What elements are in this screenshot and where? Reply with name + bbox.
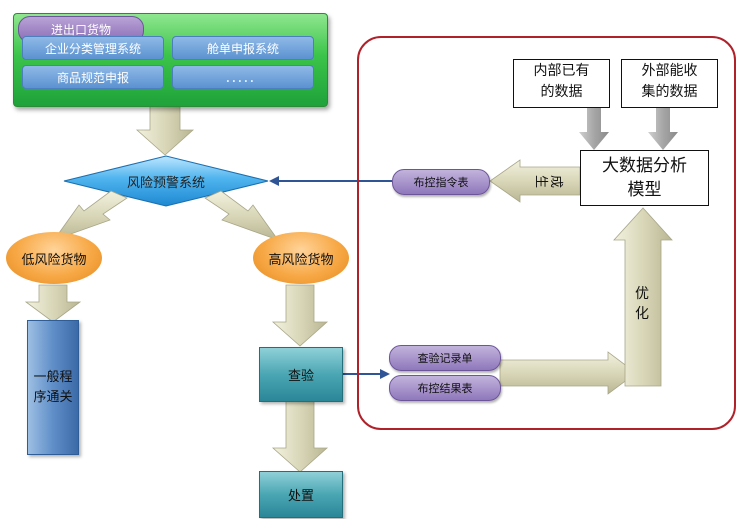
control-result-table: 布控结果表 xyxy=(389,375,501,401)
external-data-line1: 外部能收 xyxy=(641,63,698,79)
risk-system-label: 风险预警系统 xyxy=(126,175,205,191)
internal-data-box: 内部已有 的数据 xyxy=(513,59,610,108)
inspection-record-sheet: 查验记录单 xyxy=(389,345,501,371)
bigdata-model-box: 大数据分析 模型 xyxy=(580,150,709,206)
internal-data-line2: 的数据 xyxy=(540,84,583,100)
arrow-inspection-to-disposal xyxy=(271,400,329,473)
arrow-optimize-up xyxy=(613,207,673,387)
system-ellipsis: ．．．．． xyxy=(172,65,314,89)
external-data-box: 外部能收 集的数据 xyxy=(621,59,718,108)
big-data-frame xyxy=(357,36,736,430)
system-commodity-declaration: 商品规范申报 xyxy=(22,65,164,89)
bigdata-model-line1: 大数据分析 xyxy=(602,156,687,176)
arrow-risk-to-low xyxy=(52,190,128,241)
system-manifest-declaration: 舱单申报系统 xyxy=(172,36,314,60)
arrow-risk-to-high xyxy=(204,190,280,241)
arrow-internal-to-model xyxy=(579,105,609,150)
optimize-char-1: 优 xyxy=(635,286,649,302)
arrow-generate xyxy=(489,159,581,203)
internal-data-line1: 内部已有 xyxy=(533,63,590,79)
external-data-line2: 集的数据 xyxy=(641,84,698,100)
high-risk-goods: 高风险货物 xyxy=(253,232,349,284)
general-procedure: 一般程 序通关 xyxy=(27,320,79,455)
system-enterprise-classification: 企业分类管理系统 xyxy=(22,36,164,60)
optimize-label: 优 化 xyxy=(629,280,655,328)
low-risk-goods: 低风险货物 xyxy=(6,232,102,284)
disposal-box: 处置 xyxy=(259,471,343,518)
goods-systems-box: 进出口货物 企业分类管理系统 舱单申报系统 商品规范申报 ．．．．． xyxy=(13,13,328,107)
general-procedure-line1: 一般程 xyxy=(33,369,73,385)
control-order-table: 布控指令表 xyxy=(392,169,490,195)
arrow-optimize xyxy=(499,351,637,395)
general-procedure-line2: 序通关 xyxy=(33,389,73,405)
generate-char-2: 成 xyxy=(548,174,564,188)
arrow-external-to-model xyxy=(648,105,678,150)
arrow-low-to-general xyxy=(24,284,82,323)
generate-label: 生 成 xyxy=(520,173,580,189)
bigdata-model-line2: 模型 xyxy=(627,180,662,200)
arrow-high-to-inspection xyxy=(271,284,329,347)
inspection-box: 查验 xyxy=(259,347,343,402)
arrow-top-to-risk xyxy=(135,105,195,156)
optimize-char-2: 化 xyxy=(635,306,649,322)
